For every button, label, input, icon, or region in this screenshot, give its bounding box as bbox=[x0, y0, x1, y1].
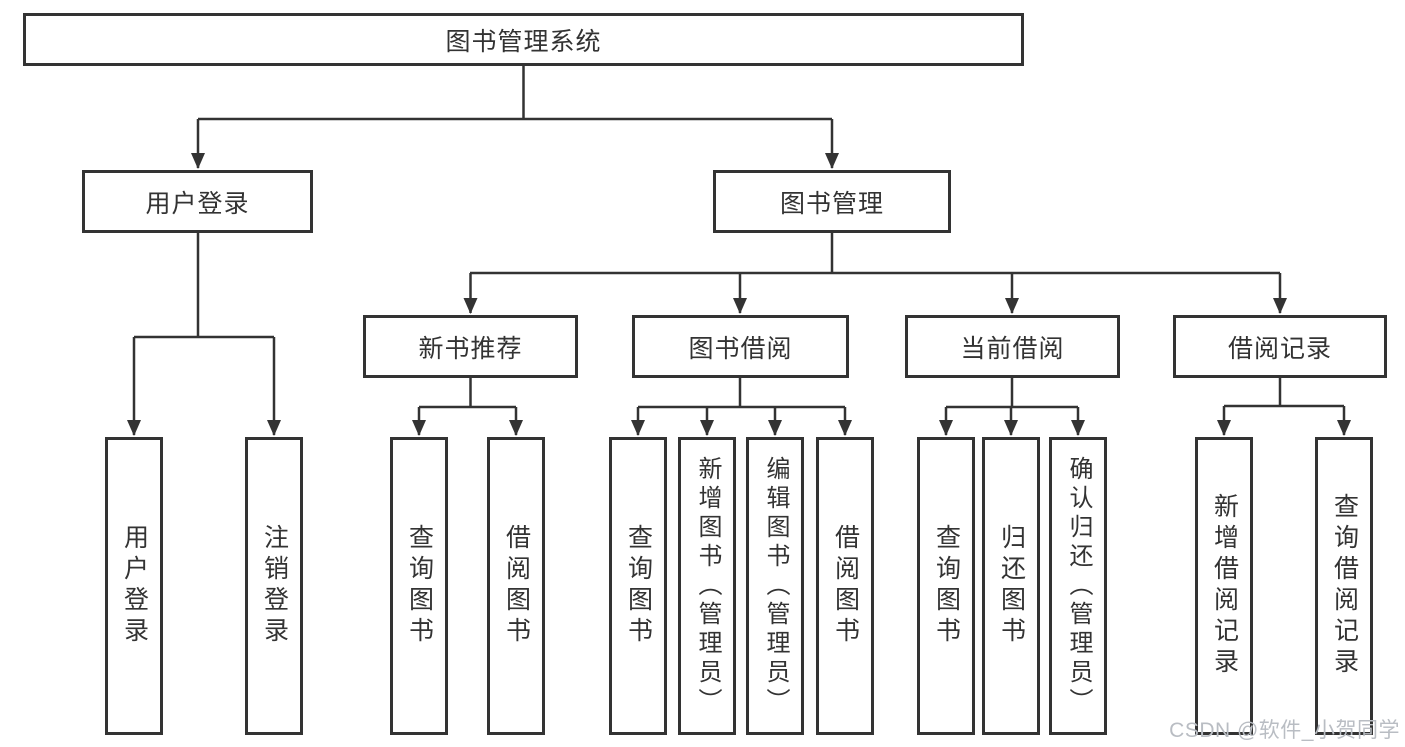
leaf-borrowing-query-books-label: 查询图书 bbox=[624, 524, 653, 648]
leaf-user-login: 用户登录 bbox=[105, 437, 163, 735]
node-borrowing-records: 借阅记录 bbox=[1173, 315, 1387, 378]
node-current-borrowing-label: 当前借阅 bbox=[960, 334, 1065, 363]
leaf-edit-books-admin: 编辑图书（管理员） bbox=[746, 437, 804, 735]
node-root: 图书管理系统 bbox=[23, 13, 1024, 66]
leaf-add-books-admin-label: 新增图书（管理员） bbox=[694, 455, 721, 717]
leaf-current-query-books-label: 查询图书 bbox=[932, 524, 961, 648]
leaf-borrowing-borrow-books-label: 借阅图书 bbox=[831, 524, 860, 648]
node-user-login: 用户登录 bbox=[82, 170, 313, 233]
leaf-add-borrow-record: 新增借阅记录 bbox=[1195, 437, 1253, 735]
node-book-borrowing: 图书借阅 bbox=[632, 315, 849, 378]
leaf-confirm-return-admin-label: 确认归还（管理员） bbox=[1065, 455, 1092, 717]
node-new-book-recommend-label: 新书推荐 bbox=[418, 334, 523, 363]
watermark: CSDN @软件_小贺同学 bbox=[1169, 719, 1400, 742]
leaf-newbook-borrow-books-label: 借阅图书 bbox=[502, 524, 531, 648]
leaf-confirm-return-admin: 确认归还（管理员） bbox=[1049, 437, 1107, 735]
node-borrowing-records-label: 借阅记录 bbox=[1227, 334, 1332, 363]
node-current-borrowing: 当前借阅 bbox=[905, 315, 1120, 378]
leaf-newbook-query-books-label: 查询图书 bbox=[405, 524, 434, 648]
leaf-user-login-label: 用户登录 bbox=[120, 524, 149, 648]
leaf-add-borrow-record-label: 新增借阅记录 bbox=[1210, 493, 1239, 679]
leaf-edit-books-admin-label: 编辑图书（管理员） bbox=[762, 455, 789, 717]
leaf-newbook-query-books: 查询图书 bbox=[390, 437, 448, 735]
leaf-newbook-borrow-books: 借阅图书 bbox=[487, 437, 545, 735]
leaf-current-query-books: 查询图书 bbox=[917, 437, 975, 735]
node-user-login-label: 用户登录 bbox=[145, 189, 250, 218]
leaf-borrowing-borrow-books: 借阅图书 bbox=[816, 437, 874, 735]
node-new-book-recommend: 新书推荐 bbox=[363, 315, 578, 378]
leaf-query-borrow-record-label: 查询借阅记录 bbox=[1330, 493, 1359, 679]
leaf-query-borrow-record: 查询借阅记录 bbox=[1315, 437, 1373, 735]
node-root-label: 图书管理系统 bbox=[445, 27, 602, 56]
node-book-management: 图书管理 bbox=[713, 170, 951, 233]
leaf-return-books-label: 归还图书 bbox=[997, 524, 1026, 648]
leaf-borrowing-query-books: 查询图书 bbox=[609, 437, 667, 735]
leaf-logout-label: 注销登录 bbox=[260, 524, 289, 648]
leaf-return-books: 归还图书 bbox=[982, 437, 1040, 735]
node-book-management-label: 图书管理 bbox=[779, 189, 884, 218]
leaf-add-books-admin: 新增图书（管理员） bbox=[678, 437, 736, 735]
leaf-logout: 注销登录 bbox=[245, 437, 303, 735]
node-book-borrowing-label: 图书借阅 bbox=[688, 334, 793, 363]
